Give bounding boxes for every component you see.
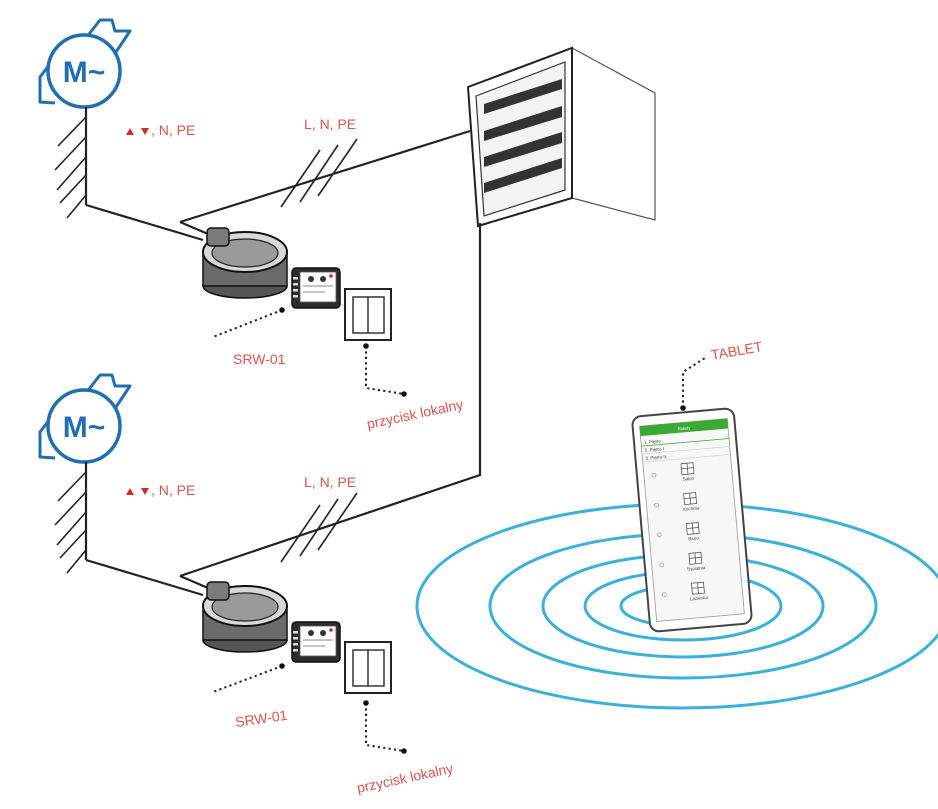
supply-wires-label: L, N, PE [304,474,356,490]
tablet-blind-item[interactable]: Sypialnia [659,551,706,574]
motor-bottom: M~ [38,373,132,464]
svg-text:, N, PE: , N, PE [151,482,195,498]
srw-01-module-bottom [291,621,341,663]
wall-hatching-top [54,107,88,219]
svg-text:, N, PE: , N, PE [151,122,195,138]
supply-wires-label: L, N, PE [304,116,356,132]
wall-switch-bottom [344,641,392,694]
svg-text:Biuro: Biuro [688,535,699,541]
wall-hatching-bottom [54,462,88,574]
wall-switch-top [344,288,392,341]
motor-top: M~ [38,18,132,109]
srw-01-module-top [291,267,341,309]
svg-text:Kuchnia: Kuchnia [683,505,700,511]
motor-wires-label-bottom: , N, PE [126,482,195,498]
tablet-row[interactable]: 3. Piętro II [645,454,666,461]
motor-wires-label-top: , N, PE [126,122,195,138]
tablet-row[interactable]: 1. Piętro [644,438,662,444]
distribution-cabinet [466,46,656,228]
tablet-blind-item[interactable]: Salon [651,462,695,485]
tablet[interactable]: Rolety 1. Piętro 2. Piętro I 3. Piętro I… [631,407,753,633]
svg-text:Sypialnia: Sypialnia [687,565,706,572]
local-button-label-top: przycisk lokalny [365,396,464,432]
supply-hatch-top [280,138,358,208]
supply-hatch-bottom [280,492,358,563]
junction-box-top [202,227,288,299]
tablet-blind-item[interactable]: Biuro [656,522,700,544]
srw-01-label-top: SRW-01 [233,351,286,367]
svg-text:Łazienka: Łazienka [690,595,709,602]
tablet-blind-item[interactable]: Łazienka [662,581,709,604]
srw-01-label-bottom: SRW-01 [234,707,288,730]
tablet-row[interactable]: 2. Piętro I [645,446,665,453]
local-button-label-bottom: przycisk lokalny [355,760,454,796]
svg-text:Salon: Salon [682,476,694,482]
motor-label: M~ [63,56,106,89]
motor-label: M~ [63,411,106,444]
junction-box-bottom [202,581,288,653]
tablet-screen-header: Rolety [677,425,691,431]
tablet-blind-item[interactable]: Kuchnia [654,492,700,514]
tablet-label: TABLET [710,338,764,363]
